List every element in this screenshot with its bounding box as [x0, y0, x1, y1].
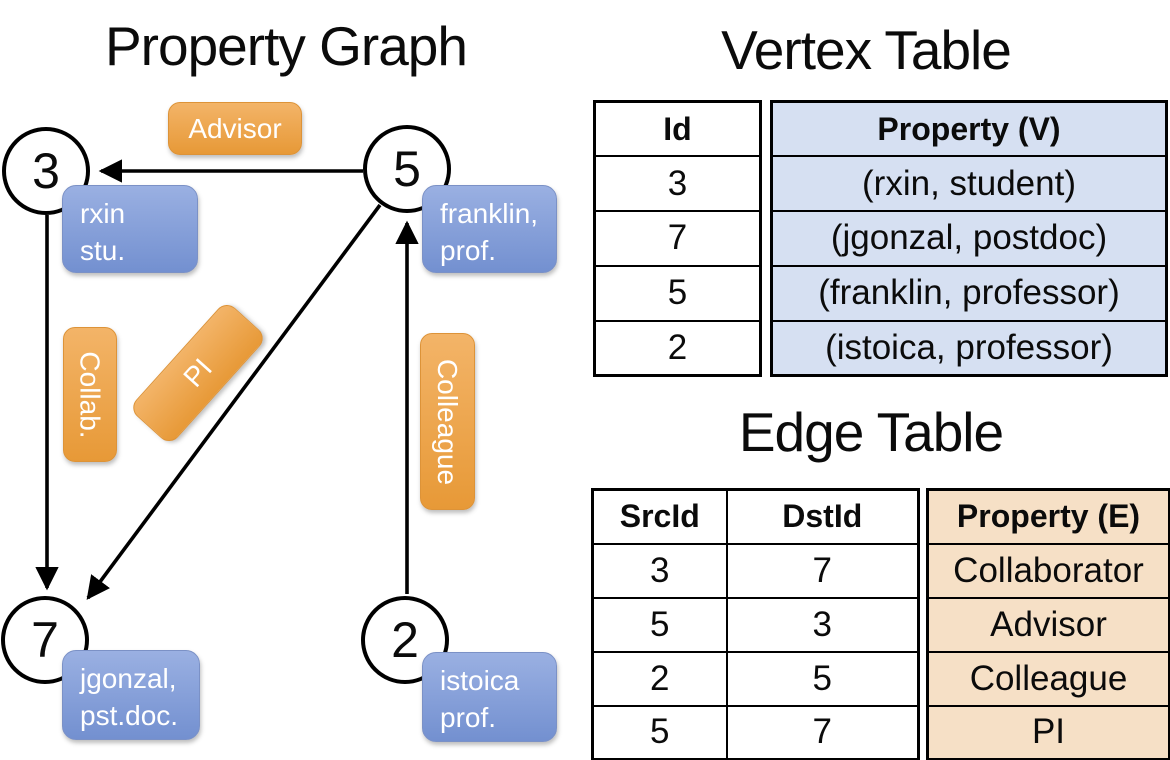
- vertex-property-line: pst.doc.: [80, 699, 179, 731]
- vertex-property-callout-rxin: rxin stu.: [62, 185, 198, 273]
- edge-dst-cell: 7: [725, 542, 920, 599]
- graph-node-5: 5: [363, 125, 451, 213]
- edge-label-advisor: Advisor: [168, 102, 302, 155]
- vertex-property-cell: (istoica, professor): [770, 319, 1168, 377]
- vertex-property-line: istoica: [440, 665, 520, 696]
- edge-label-colleague: Colleague: [420, 333, 475, 510]
- edge-property-cell: Advisor: [926, 596, 1170, 653]
- node-id-label: 3: [32, 143, 60, 199]
- node-id-label: 2: [391, 612, 419, 668]
- table-row: 3 7: [591, 542, 920, 599]
- edge-label-text: PI: [177, 352, 219, 393]
- vertex-table: Id 3 7 5 2 Property (V) (rxin, student) …: [593, 100, 1168, 377]
- edge-property-cell: Collaborator: [926, 542, 1170, 599]
- vertex-property-line: franklin,: [440, 198, 539, 229]
- vertex-property-cell: (jgonzal, postdoc): [770, 210, 1168, 267]
- vertex-id-cell: 7: [593, 210, 762, 267]
- vertex-id-cell: 3: [593, 155, 762, 213]
- table-row: 5 3: [591, 596, 920, 653]
- graph-node-2: 2: [361, 596, 449, 684]
- edge-src-cell: 5: [591, 704, 728, 760]
- node-id-label: 5: [393, 141, 421, 197]
- table-row: (istoica, professor): [770, 319, 1168, 377]
- vertex-property-line: prof.: [440, 234, 497, 266]
- edge-src-cell: 5: [591, 596, 728, 653]
- table-row: Advisor: [926, 596, 1170, 653]
- edge-property-cell: Colleague: [926, 650, 1170, 707]
- edge-dst-cell: 7: [725, 704, 920, 760]
- edge-table: SrcId DstId 3 7 5 3 2 5 5 7 Property (E)…: [591, 488, 1170, 760]
- vertex-table-id-column: Id 3 7 5 2: [593, 100, 762, 377]
- table-row: 7: [593, 210, 762, 267]
- table-row: Collaborator: [926, 542, 1170, 599]
- edge-src-cell: 2: [591, 650, 728, 707]
- table-row: 3: [593, 155, 762, 213]
- vertex-property-callout-istoica: istoica prof.: [422, 652, 557, 742]
- vertex-property-callout-jgonzal: jgonzal, pst.doc.: [62, 650, 200, 740]
- table-row: (rxin, student): [770, 155, 1168, 213]
- table-row: PI: [926, 704, 1170, 760]
- table-row: 2: [593, 319, 762, 377]
- table-row: 5: [593, 264, 762, 322]
- edge-dst-cell: 5: [725, 650, 920, 707]
- edge-table-property-column: Property (E) Collaborator Advisor Collea…: [926, 488, 1170, 760]
- edge-src-header: SrcId: [591, 488, 728, 545]
- vertex-property-line: stu.: [80, 234, 126, 266]
- table-row: 2 5: [591, 650, 920, 707]
- vertex-property-line: jgonzal,: [80, 663, 177, 694]
- vertex-id-cell: 5: [593, 264, 762, 322]
- vertex-table-title: Vertex Table: [721, 19, 1012, 81]
- edge-label-text: Collab.: [75, 350, 107, 439]
- table-row: Colleague: [926, 650, 1170, 707]
- table-row: (franklin, professor): [770, 264, 1168, 322]
- vertex-property-callout-franklin: franklin, prof.: [422, 185, 557, 273]
- edge-table-id-columns: SrcId DstId 3 7 5 3 2 5 5 7: [591, 488, 920, 760]
- edge-arrow-5-to-7: [86, 203, 382, 600]
- graph-edges-layer: [35, 159, 419, 600]
- property-graph-diagram: 3 5 7 2 rxin stu. franklin, prof. jgonza…: [1, 102, 557, 742]
- edge-src-cell: 3: [591, 542, 728, 599]
- node-id-label: 7: [31, 612, 59, 668]
- vertex-property-cell: (rxin, student): [770, 155, 1168, 213]
- edge-label-text: Colleague: [432, 358, 464, 485]
- vertex-id-header: Id: [593, 100, 762, 158]
- vertex-id-cell: 2: [593, 319, 762, 377]
- table-row: (jgonzal, postdoc): [770, 210, 1168, 267]
- vertex-property-line: rxin: [80, 198, 126, 229]
- edge-label-text: Advisor: [188, 112, 282, 144]
- vertex-property-line: prof.: [440, 701, 497, 733]
- edge-dst-header: DstId: [725, 488, 920, 545]
- vertex-property-header: Property (V): [770, 100, 1168, 158]
- vertex-table-property-column: Property (V) (rxin, student) (jgonzal, p…: [770, 100, 1168, 377]
- edge-label-collab: Collab.: [63, 327, 117, 462]
- table-row: 5 7: [591, 704, 920, 760]
- property-graph-title: Property Graph: [104, 15, 468, 77]
- edge-table-title: Edge Table: [738, 401, 1004, 463]
- vertex-property-cell: (franklin, professor): [770, 264, 1168, 322]
- edge-property-header: Property (E): [926, 488, 1170, 545]
- edge-dst-cell: 3: [725, 596, 920, 653]
- edge-property-cell: PI: [926, 704, 1170, 760]
